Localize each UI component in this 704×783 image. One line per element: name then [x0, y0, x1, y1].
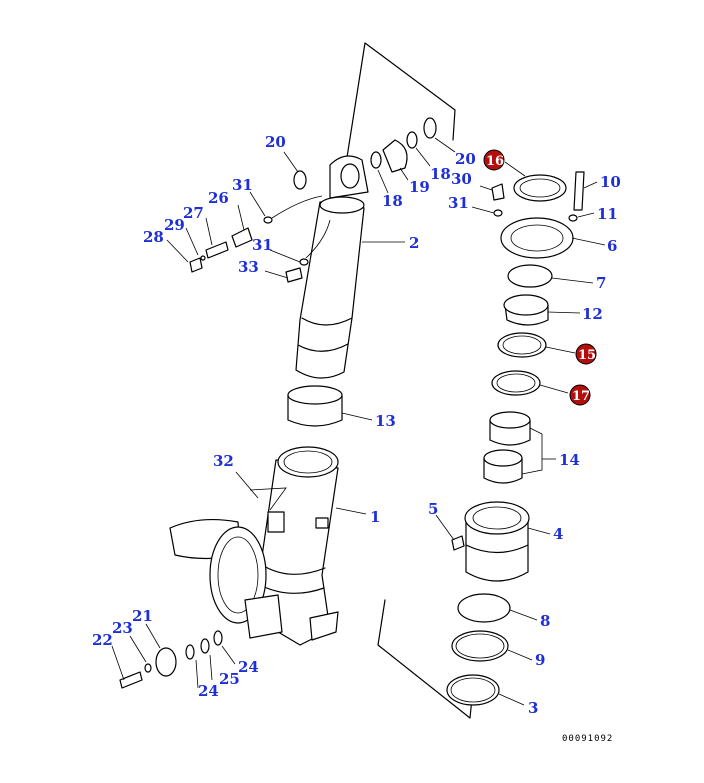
cylinder-upper — [295, 155, 369, 379]
label-24-right: 24 — [238, 658, 259, 676]
label-4: 4 — [553, 525, 563, 543]
highlight-15 — [575, 343, 597, 365]
label-25: 25 — [219, 670, 240, 688]
cylinder-lower-housing — [169, 446, 339, 646]
label-22: 22 — [92, 631, 113, 649]
label-33: 33 — [238, 258, 259, 276]
label-11: 11 — [597, 205, 618, 223]
right-stack-parts — [446, 171, 585, 706]
label-30: 30 — [451, 170, 472, 188]
frame-lines — [344, 42, 473, 719]
highlight-17 — [569, 384, 591, 406]
label-1: 1 — [370, 508, 380, 526]
label-6: 6 — [607, 237, 617, 255]
label-20-right: 20 — [455, 150, 476, 168]
label-31-right: 31 — [448, 194, 469, 212]
label-10: 10 — [600, 173, 621, 191]
drawing-code: 00091092 — [562, 734, 613, 744]
label-31-upper: 31 — [232, 176, 253, 194]
label-8: 8 — [540, 612, 550, 630]
bushing-13 — [287, 385, 343, 427]
label-21: 21 — [132, 607, 153, 625]
label-23: 23 — [112, 619, 133, 637]
label-5: 5 — [428, 500, 438, 518]
label-2: 2 — [409, 234, 419, 252]
label-12: 12 — [582, 305, 603, 323]
label-29: 29 — [164, 216, 185, 234]
label-18-lower: 18 — [382, 192, 403, 210]
label-24-left: 24 — [198, 682, 219, 700]
top-pin-parts — [293, 117, 437, 190]
label-31-lower: 31 — [252, 236, 273, 254]
label-15: 15 — [578, 348, 596, 363]
fitting-assembly — [189, 195, 331, 283]
label-3: 3 — [528, 699, 538, 717]
label-32: 32 — [213, 452, 234, 470]
label-13: 13 — [375, 412, 396, 430]
label-28: 28 — [143, 228, 164, 246]
leader-lines — [111, 137, 606, 706]
label-9: 9 — [535, 651, 545, 669]
label-7: 7 — [596, 274, 606, 292]
lower-left-parts — [119, 630, 223, 689]
label-18-upper: 18 — [430, 165, 451, 183]
label-20-left: 20 — [265, 133, 286, 151]
label-14: 14 — [559, 451, 580, 469]
highlight-16 — [483, 149, 505, 171]
label-16: 16 — [486, 154, 504, 169]
part-labels: 20 31 26 27 29 28 31 33 2 18 19 18 20 16… — [92, 133, 621, 717]
label-19: 19 — [409, 178, 430, 196]
label-27: 27 — [183, 204, 204, 222]
label-17: 17 — [572, 389, 590, 404]
label-26: 26 — [208, 189, 229, 207]
